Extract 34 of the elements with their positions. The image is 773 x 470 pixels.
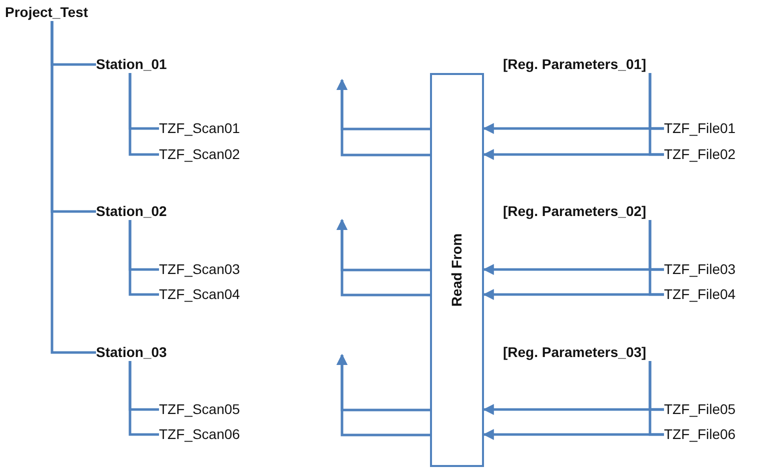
tree-item: TZF_File05 (664, 401, 736, 418)
tree-line (50, 21, 96, 354)
tree-item: TZF_Scan05 (159, 401, 240, 418)
tree-item: TZF_File02 (664, 146, 736, 163)
process-box (430, 73, 484, 467)
arrow (336, 78, 430, 156)
tree-heading: Project_Test (5, 4, 88, 21)
tree-line (128, 220, 159, 296)
tree-item: TZF_Scan02 (159, 146, 240, 163)
tree-item: TZF_Scan04 (159, 286, 240, 303)
arrow (482, 404, 664, 415)
tree-line (128, 73, 159, 156)
tree-heading: Station_03 (96, 344, 167, 361)
tree-heading: Station_01 (96, 56, 167, 73)
tree-item: TZF_File04 (664, 286, 736, 303)
arrow (336, 218, 430, 296)
tree-heading: Station_02 (96, 203, 167, 220)
arrow (482, 264, 664, 275)
arrow (482, 289, 664, 300)
tree-heading: [Reg. Parameters_01] (503, 56, 646, 73)
arrow (336, 354, 430, 436)
box-label: Read From (448, 233, 466, 307)
tree-heading: [Reg. Parameters_03] (503, 344, 646, 361)
tree-item: TZF_Scan06 (159, 426, 240, 443)
tree-item: TZF_Scan01 (159, 120, 240, 137)
tree-item: TZF_Scan03 (159, 261, 240, 278)
tree-item: TZF_File03 (664, 261, 736, 278)
tree-line (128, 361, 159, 436)
tree-item: TZF_File01 (664, 120, 736, 137)
arrow (482, 149, 664, 160)
arrow (482, 429, 664, 440)
tree-item: TZF_File06 (664, 426, 736, 443)
tree-heading: [Reg. Parameters_02] (503, 203, 646, 220)
arrow (482, 123, 664, 134)
